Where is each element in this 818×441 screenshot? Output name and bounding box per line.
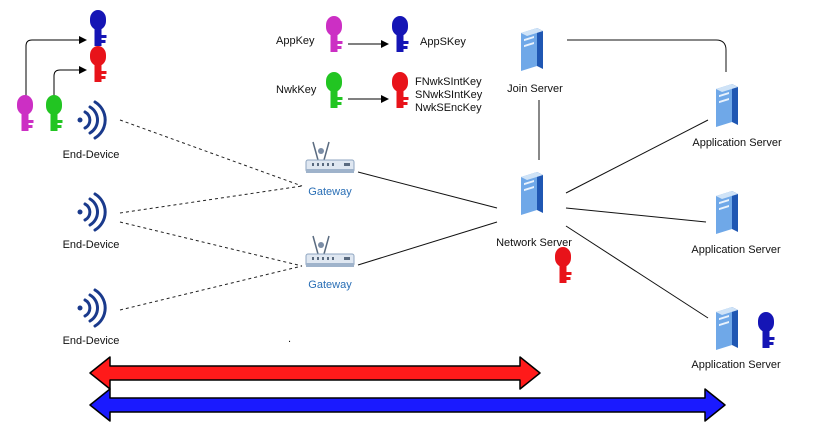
app-key-icon (326, 16, 343, 52)
derive-arrow-nwks (53, 66, 87, 102)
nwk-session-key-icon-device (90, 46, 107, 82)
nwk-senc-key-label: NwkSEncKey (415, 102, 482, 114)
snwk-sint-key-label: SNwkSIntKey (415, 89, 483, 101)
link-gw2-ns (357, 221, 498, 266)
link-ed3-gw2 (119, 265, 303, 311)
apps-key-icon-device (90, 10, 107, 46)
network-server-icon (521, 172, 543, 215)
link-ns-as3 (565, 225, 709, 319)
nwk-key-label: NwkKey (276, 84, 317, 96)
blue-scope-arrow (89, 388, 726, 422)
application-server-label-1: Application Server (692, 137, 782, 149)
end-device-label-1: End-Device (62, 149, 120, 161)
gateway-icon-2 (305, 235, 355, 268)
red-scope-arrow (89, 356, 541, 390)
link-js-as1 (567, 39, 727, 72)
apps-key-icon-app-server (758, 312, 775, 348)
gateway-label-2: Gateway (308, 279, 352, 291)
nwk-key-icon (326, 72, 343, 108)
nwk-session-key-icon (392, 72, 409, 108)
fnwk-sint-key-label: FNwkSIntKey (415, 76, 482, 88)
end-device-label-3: End-Device (62, 335, 120, 347)
wireless-icon-device-1 (76, 100, 107, 140)
wireless-icon-device-2 (76, 192, 107, 232)
application-server-label-3: Application Server (691, 359, 781, 371)
application-server-icon-2 (716, 191, 738, 234)
network-server-label: Network Server (496, 237, 572, 249)
apps-key-label: AppSKey (420, 36, 466, 48)
stray-dot: . (288, 333, 292, 345)
gateway-icon-1 (305, 141, 355, 174)
join-server-label: Join Server (507, 83, 563, 95)
nwk-key-icon-device (46, 95, 63, 131)
link-ed2-gw2 (119, 221, 303, 267)
nwk-session-key-icon-network-server (555, 247, 572, 283)
derive-arrow-apps (25, 36, 87, 102)
application-server-label-2: Application Server (691, 244, 781, 256)
link-ns-as1 (565, 119, 709, 194)
join-server-icon (521, 28, 543, 71)
app-key-icon-device (17, 95, 34, 131)
link-ed1-gw1 (119, 119, 303, 187)
application-server-icon-3 (716, 307, 738, 350)
wireless-icon-device-3 (76, 288, 107, 328)
link-ns-as2 (565, 207, 707, 223)
link-gw1-ns (357, 171, 498, 209)
gateway-label-1: Gateway (308, 186, 352, 198)
end-device-label-2: End-Device (62, 239, 120, 251)
app-key-label: AppKey (276, 35, 315, 47)
link-ed2-gw1 (119, 185, 303, 214)
application-server-icon-1 (716, 84, 738, 127)
apps-key-icon (392, 16, 409, 52)
